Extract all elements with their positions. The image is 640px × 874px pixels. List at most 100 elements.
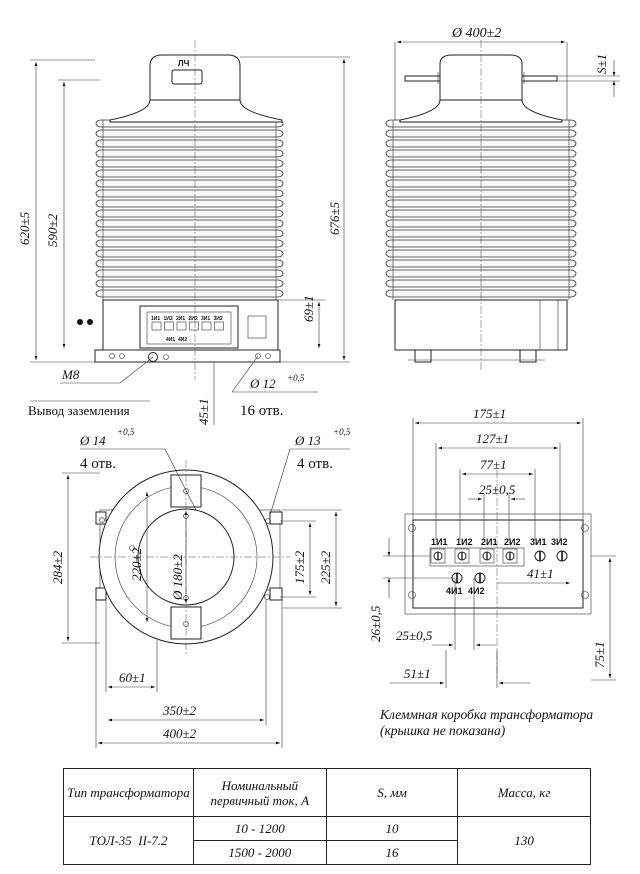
- insulator-fin: [95, 209, 284, 218]
- front-neck: [109, 99, 283, 123]
- terminal-label: 4И1: [446, 586, 462, 596]
- front-top-terminal: [171, 69, 203, 85]
- top-view: Ø 14 +0,5 4 отв. Ø 13 +0,5 4 отв. 284±2 …: [50, 427, 351, 748]
- dim-tb-51: 51±1: [404, 666, 431, 681]
- current-cell: 10 - 1200: [192, 816, 327, 841]
- dim-284: 284±2: [50, 550, 65, 584]
- mini-terminal-label: 1И1: [151, 316, 160, 322]
- insulator-fin: [95, 239, 284, 248]
- mini-terminal: [214, 321, 224, 331]
- type-cell: ТОЛ-35 II-7.2: [63, 816, 194, 865]
- mini-terminal-label: 3И2: [214, 316, 223, 322]
- mini-terminal: [176, 321, 187, 331]
- dim-tb-25a: 25±0,5: [479, 482, 516, 497]
- ground-label: Вывод заземления: [28, 403, 130, 418]
- top-lug-2: [269, 511, 283, 525]
- front-terminal-box-inner: [146, 311, 232, 345]
- terminal-clamp: [430, 548, 446, 564]
- front-side-window: [247, 315, 267, 339]
- dim-69: 69±1: [301, 295, 316, 322]
- front-base-plate: [94, 349, 281, 363]
- insulator-fin: [95, 149, 284, 158]
- dim-676: 676±5: [327, 201, 342, 235]
- caption-line-1: Клеммная коробка трансформатора: [380, 707, 594, 722]
- dim-hole-12: Ø 12: [249, 376, 276, 391]
- caption-line-2: (крышка не показана): [380, 723, 506, 738]
- terminal-screws: [430, 548, 568, 584]
- insulator-fin: [95, 289, 284, 298]
- side-terminal-box: [539, 299, 559, 351]
- dim-220: 220±2: [129, 547, 144, 581]
- holes-16-label: 16 отв.: [240, 403, 283, 419]
- mini-terminal: [164, 321, 174, 331]
- insulator-fin: [95, 139, 284, 148]
- dim-350: 350±2: [162, 703, 197, 718]
- header-current: Номинальный первичный ток, А: [192, 768, 327, 817]
- front-base-hole-1: [109, 353, 115, 359]
- dim-hole-12-tol: +0,5: [287, 373, 305, 383]
- top-lug-1: [95, 511, 107, 525]
- header-type-text: Тип трансформатора: [67, 785, 190, 800]
- front-logo: ЛЧ: [178, 59, 190, 68]
- terminal-label: 2И2: [504, 537, 520, 547]
- spec-table: Тип трансформатора Номинальный первичный…: [63, 768, 591, 865]
- dim-175: 175±2: [292, 550, 307, 584]
- dim-side-400: Ø 400±2: [451, 26, 501, 41]
- top-lug-3: [95, 587, 107, 601]
- s-cell: 16: [325, 840, 459, 865]
- dim-180: Ø 180±2: [170, 554, 185, 601]
- mini-terminal-label: 4И1: [166, 337, 175, 343]
- header-mass: Масса, кг: [457, 768, 591, 817]
- dim-hole-14-tol: +0,5: [117, 427, 135, 437]
- insulator-fin: [95, 179, 284, 188]
- dim-225: 225±2: [318, 550, 333, 584]
- insulator-fin: [95, 279, 284, 288]
- mini-terminal-label: 4И2: [178, 337, 187, 343]
- mini-terminal: [151, 321, 162, 331]
- leader-hole-13: [269, 448, 291, 516]
- dim-tb-127: 127±1: [476, 431, 509, 446]
- header-mass-text: Масса, кг: [497, 785, 551, 800]
- dim-tb-41: 41±1: [527, 566, 554, 581]
- front-dot-2: [87, 319, 93, 325]
- insulator-fin: [95, 199, 284, 208]
- terminal-label: 1И2: [456, 537, 472, 547]
- dim-hole-14: Ø 14: [79, 433, 106, 448]
- dim-60: 60±1: [119, 670, 146, 685]
- terminal-strip: [429, 547, 525, 567]
- insulator-fin: [95, 189, 284, 198]
- dim-590: 590±2: [45, 213, 60, 247]
- front-dot-1: [77, 319, 83, 325]
- front-base-hole-5: [265, 353, 271, 359]
- dim-hole-13-tol: +0,5: [333, 427, 351, 437]
- terminal-label: 3И1: [530, 537, 546, 547]
- front-base-hole-4: [255, 353, 261, 359]
- insulator-fin: [95, 169, 284, 178]
- table-row: 1500 - 2000 16: [64, 840, 591, 865]
- mini-terminal-label: 3И1: [201, 316, 210, 322]
- side-top-cap: [439, 54, 523, 101]
- dim-s: S±1: [594, 54, 609, 74]
- current-cell: 1500 - 2000: [192, 840, 327, 865]
- terminal-label: 1И1: [431, 537, 447, 547]
- mini-terminal: [201, 321, 212, 331]
- header-current-text: Номинальный первичный ток, А: [210, 777, 310, 808]
- terminal-box-flange: [404, 513, 592, 615]
- front-insulator-fins: [95, 119, 284, 300]
- table-row: ТОЛ-35 II-7.2 10 - 1200 10 130: [63, 816, 591, 865]
- dim-45: 45±1: [196, 398, 211, 425]
- terminal-label: 3И2: [551, 537, 567, 547]
- insulator-fin: [95, 159, 284, 168]
- s-cell: 10: [325, 816, 459, 841]
- side-top-flange-left: [404, 75, 441, 82]
- side-foot-right: [519, 349, 537, 363]
- terminal-box-caption: Клеммная коробка трансформатора (крышка …: [380, 707, 593, 739]
- dim-tb-75: 75±1: [592, 641, 607, 668]
- terminal-clamp: [502, 548, 518, 564]
- header-s-text: S, мм: [377, 785, 407, 800]
- insulator-fin: [95, 219, 284, 228]
- terminal-box-view: 1И1 1И2 2И1 2И2 3И1 3И2 4И1 4И2 175±1 12…: [368, 406, 616, 688]
- holes-left-label: 4 отв.: [80, 456, 116, 472]
- insulator-fin: [95, 229, 284, 238]
